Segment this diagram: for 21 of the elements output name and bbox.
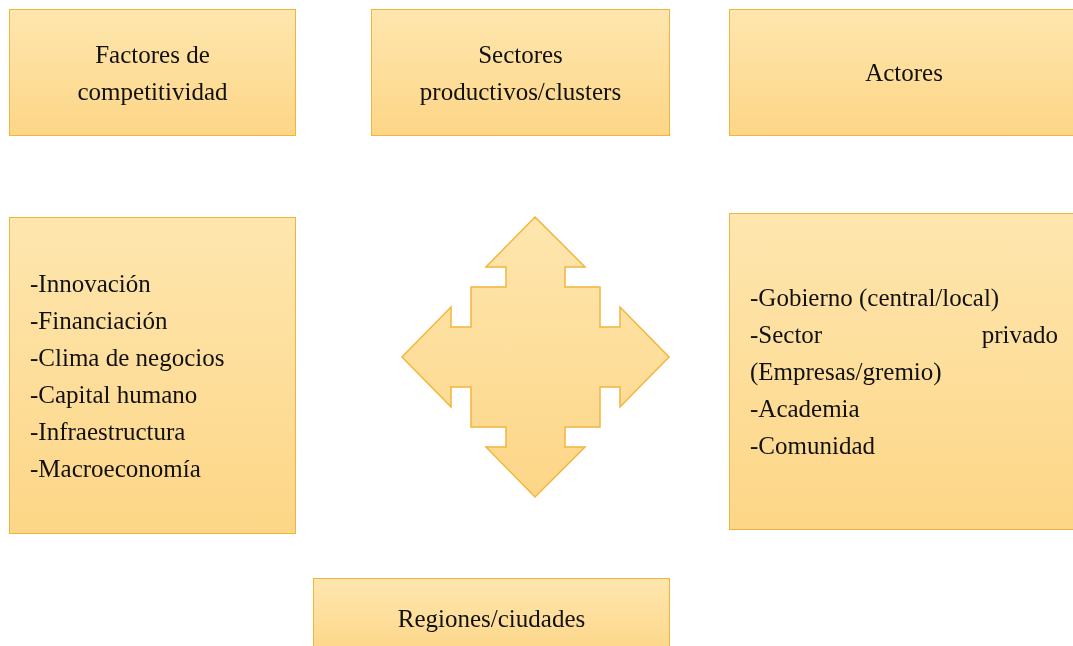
text-box [729,9,1073,136]
text-box [9,9,296,136]
box-title: Regiones/ciudades [396,603,587,634]
list-item: -Capital humano [29,379,199,410]
text-box [729,213,1073,530]
list-item: -Infraestructura [29,416,187,447]
box-title: Sectores productivos/clusters [418,39,623,107]
list-item: -Financiación [29,305,169,336]
text-box [9,217,296,534]
list-item: -Sector privado (Empresas/gremio) [749,320,1059,388]
list-item: -Gobierno (central/local) [749,283,1001,314]
list-item: -Macroeconomía [29,453,202,484]
text-box [371,9,670,136]
list-item: -Clima de negocios [29,342,226,373]
box-title: Factores de competitividad [76,39,229,107]
list-item: -Innovación [29,268,152,299]
box-title: Actores [864,58,944,88]
list-item: -Academia [749,394,861,424]
text-box [313,578,670,646]
four-way-arrow [402,217,669,497]
list-item: -Comunidad [749,431,876,461]
